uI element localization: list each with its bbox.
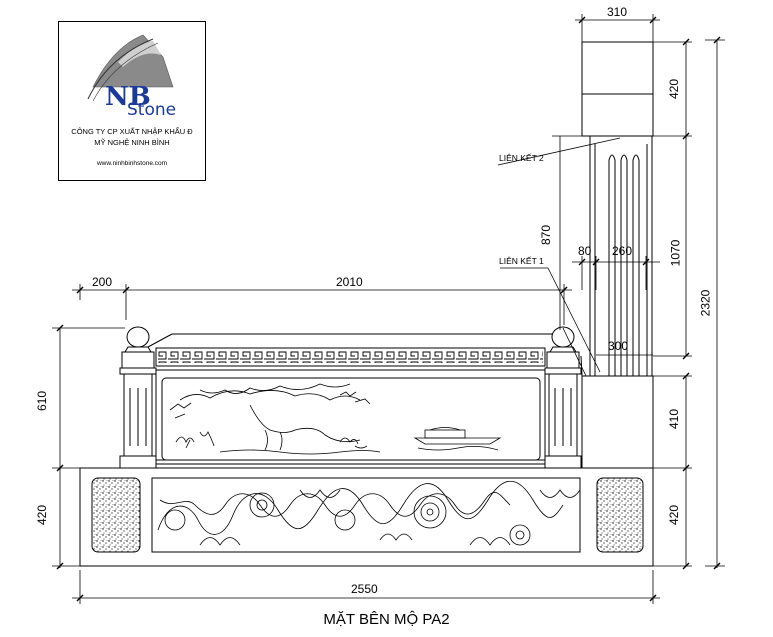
drawing-title: MẶT BÊN MỘ PA2 xyxy=(323,611,450,628)
note-link-1: LIÊN KẾT 1 xyxy=(499,256,544,266)
dim-1070: 1070 xyxy=(668,239,683,267)
company-name: CÔNG TY CP XUẤT NHẬP KHẨU Đ MỸ NGHỆ NINH… xyxy=(61,126,203,148)
dimension-ticks xyxy=(56,16,721,602)
dim-2010: 2010 xyxy=(336,275,363,289)
dim-base-right: 420 xyxy=(667,504,682,526)
brand-letters: NB xyxy=(105,82,151,107)
company-logo-box: NB Stone CÔNG TY CP XUẤT NHẬP KHẨU Đ MỸ … xyxy=(58,21,206,181)
dim-top-width: 310 xyxy=(607,5,628,19)
company-line-2: MỸ NGHỆ NINH BÌNH xyxy=(94,138,170,147)
company-line-1: CÔNG TY CP XUẤT NHẬP KHẨU Đ xyxy=(71,127,193,136)
stone-mountain-icon: NB xyxy=(87,34,174,107)
dim-870: 870 xyxy=(539,224,554,246)
dim-top-height: 420 xyxy=(667,78,682,100)
panel-scene xyxy=(169,383,502,455)
website-url: www.ninhbinhstone.com xyxy=(96,160,168,167)
dim-410: 410 xyxy=(667,408,682,430)
dim-base-left: 420 xyxy=(35,504,50,526)
base-block xyxy=(79,467,654,567)
note-link-2: LIÊN KẾT 2 xyxy=(499,153,544,163)
dim-300: 300 xyxy=(608,339,629,353)
railing xyxy=(119,326,583,469)
dim-260: 260 xyxy=(612,244,633,258)
dim-rail-height: 610 xyxy=(35,390,50,412)
dim-200: 200 xyxy=(92,275,113,289)
dim-overall-height: 2320 xyxy=(698,289,713,317)
brand-word: Stone xyxy=(127,100,177,120)
dim-overall-width: 2550 xyxy=(351,582,378,596)
dim-80: 80 xyxy=(578,244,592,258)
